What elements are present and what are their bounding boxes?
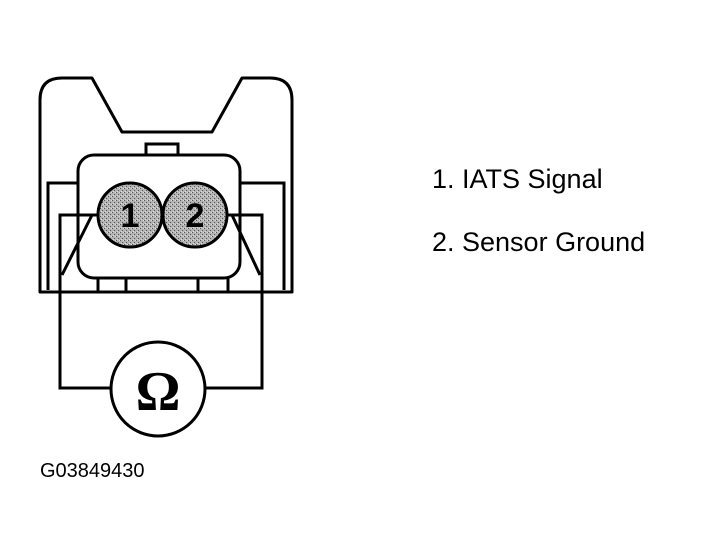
test-lead-left bbox=[58, 213, 112, 390]
test-lead-right bbox=[204, 213, 264, 390]
pin-1: 1 bbox=[96, 181, 164, 249]
pin-2: 2 bbox=[161, 181, 229, 249]
legend-item-iats-signal: 1. IATS Signal bbox=[432, 164, 603, 194]
ohm-symbol: Ω bbox=[136, 361, 181, 423]
pin-2-label: 2 bbox=[186, 197, 205, 235]
figure-id: G03849430 bbox=[40, 460, 145, 482]
pin-1-label: 1 bbox=[121, 197, 140, 235]
legend-item-sensor-ground: 2. Sensor Ground bbox=[432, 227, 646, 257]
ohmmeter-icon: Ω bbox=[109, 340, 207, 438]
